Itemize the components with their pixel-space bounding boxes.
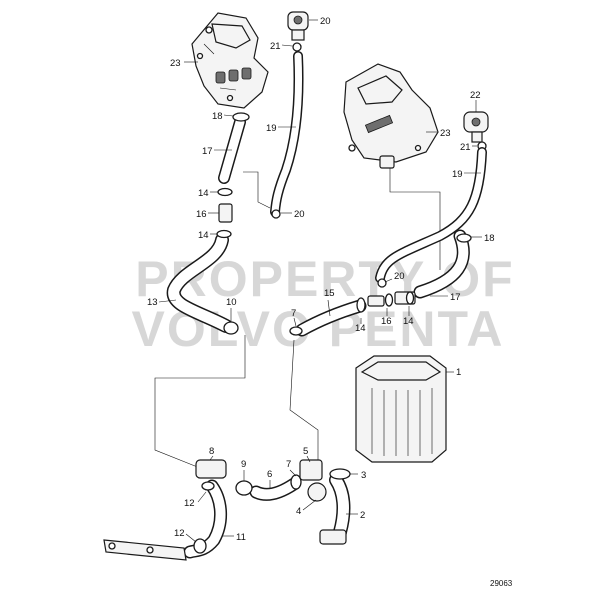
callout-2: 2 (360, 510, 365, 521)
callout-14-lower: 14 (198, 230, 209, 241)
housing-upper-left (191, 12, 269, 109)
callout-17-right: 17 (450, 292, 461, 303)
callout-labels: 23 20 21 18 19 17 14 16 14 20 13 10 23 2… (147, 16, 495, 543)
drawing-number: 29063 (490, 579, 513, 588)
callout-18-right: 18 (484, 233, 495, 244)
callout-16-right: 16 (381, 316, 392, 327)
callout-15: 15 (324, 288, 335, 299)
callout-7-lower: 7 (286, 459, 291, 470)
callout-14-right-a: 14 (355, 323, 366, 334)
callout-7-upper: 7 (291, 308, 296, 319)
callout-8: 8 (209, 446, 214, 457)
callout-14-upper: 14 (198, 188, 209, 199)
callout-18-left: 18 (212, 111, 223, 122)
callout-5: 5 (303, 446, 308, 457)
callout-14-right-b: 14 (403, 316, 414, 327)
callout-16-left: 16 (196, 209, 207, 220)
callout-12-lower: 12 (174, 528, 185, 539)
callout-19-right: 19 (452, 169, 463, 180)
callout-3: 3 (361, 470, 366, 481)
callout-21-top: 21 (270, 41, 281, 52)
callout-20-top: 20 (320, 16, 331, 27)
callout-4: 4 (296, 506, 301, 517)
callout-20-mid: 20 (294, 209, 305, 220)
callout-6: 6 (267, 469, 272, 480)
pipe-bottom-left (103, 539, 187, 561)
callout-11: 11 (236, 532, 246, 543)
housing-right (343, 63, 439, 169)
callout-22: 22 (470, 90, 481, 101)
callout-1: 1 (456, 367, 461, 378)
leader-lines (158, 19, 482, 543)
callout-23-left: 23 (170, 58, 181, 69)
callout-17-left: 17 (202, 146, 213, 157)
callout-10: 10 (226, 297, 237, 308)
clamps (193, 112, 472, 554)
callout-12-upper: 12 (184, 498, 195, 509)
callout-9: 9 (241, 459, 246, 470)
callout-21-right: 21 (460, 142, 471, 153)
callout-20-right: 20 (394, 271, 405, 282)
callout-23-right: 23 (440, 128, 451, 139)
heat-exchanger (355, 355, 447, 463)
callout-19-left: 19 (266, 123, 277, 134)
valve-upper (287, 11, 309, 52)
callout-13: 13 (147, 297, 158, 308)
